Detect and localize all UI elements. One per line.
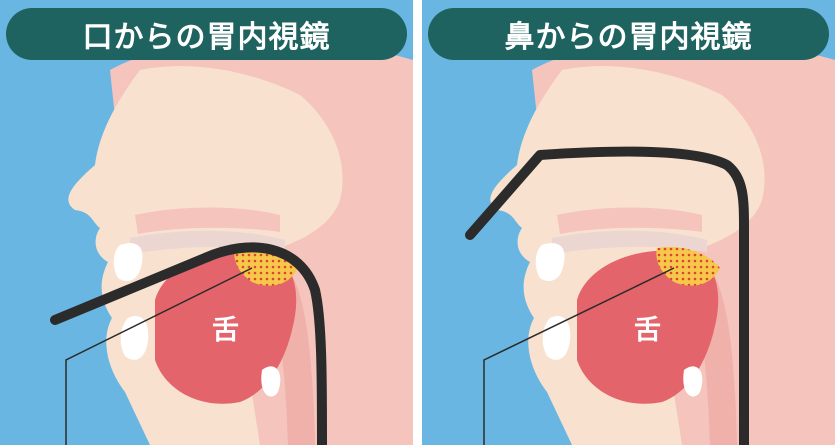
upper-teeth [113, 243, 143, 282]
tongue-label: 舌 [634, 315, 661, 346]
nasal-endoscopy-illustration [422, 0, 835, 445]
nasal-passage [135, 207, 280, 234]
oral-endoscopy-panel: 口からの胃内視鏡 舌 [0, 0, 413, 445]
endoscope-tube [465, 146, 749, 445]
tongue-label: 舌 [212, 315, 239, 346]
lower-teeth [542, 316, 571, 360]
nasal-endoscopy-panel: 鼻からの胃内視鏡 舌 [422, 0, 835, 445]
epiglottis [261, 366, 281, 397]
oral-endoscopy-title: 口からの胃内視鏡 [6, 8, 407, 60]
leader-line [65, 267, 253, 445]
oral-endoscopy-illustration [0, 0, 413, 445]
palate [130, 230, 285, 254]
nasal-endoscopy-title: 鼻からの胃内視鏡 [428, 8, 829, 60]
lower-teeth [120, 316, 149, 360]
leader-line [483, 267, 675, 445]
tongue [155, 250, 297, 404]
nasal-passage [557, 207, 702, 234]
palate [552, 230, 707, 254]
tongue [577, 250, 719, 404]
gag-reflex-zone [656, 246, 720, 286]
epiglottis [683, 366, 703, 397]
endoscope-tube [50, 242, 327, 445]
upper-teeth [535, 243, 565, 282]
